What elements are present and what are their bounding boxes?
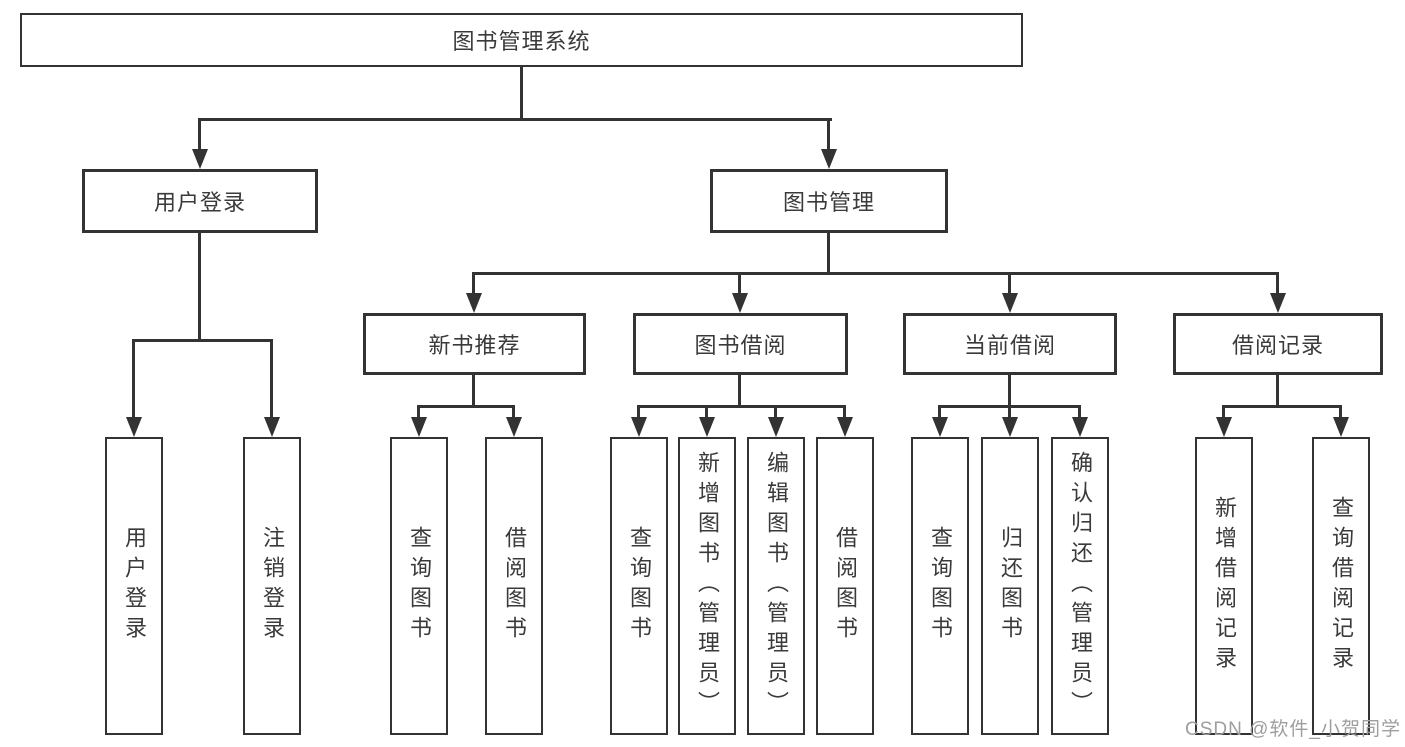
stem-leaf-edit-book xyxy=(774,405,777,419)
leaf-logout: 注销登录 xyxy=(243,437,301,735)
arrowhead-borrowing-records xyxy=(1270,293,1286,313)
csdn-watermark: CSDN @软件_小贺同学 xyxy=(1185,719,1401,740)
arrowhead-leaf-user-login xyxy=(126,417,142,437)
leaf-label: 查询图书 xyxy=(928,526,953,646)
leaf-label: 新增借阅记录 xyxy=(1212,496,1237,676)
arrowhead-leaf-query-books-3 xyxy=(932,417,948,437)
stem-leaf-query-books-2 xyxy=(637,405,640,419)
root-stem-user-login xyxy=(198,118,201,151)
book-management-connector-hline xyxy=(472,272,1279,275)
stem-leaf-query-record xyxy=(1339,405,1342,419)
stem-leaf-confirm-return xyxy=(1078,405,1081,419)
arrowhead-user-login xyxy=(192,149,208,169)
leaf-query-books-2: 查询图书 xyxy=(610,437,668,735)
borrowing-records-connector-hline xyxy=(1222,405,1342,408)
arrowhead-leaf-return-book xyxy=(1002,417,1018,437)
leaf-label: 查询借阅记录 xyxy=(1329,496,1354,676)
node-book-borrowing: 图书借阅 xyxy=(633,313,848,375)
leaf-label: 借阅图书 xyxy=(833,526,858,646)
leaf-label: 归还图书 xyxy=(998,526,1023,646)
new-book-connector-vline xyxy=(472,375,475,408)
leaf-label: 查询图书 xyxy=(627,526,652,646)
arrowhead-leaf-edit-book xyxy=(768,417,784,437)
leaf-label: 编辑图书（管理员） xyxy=(764,451,789,721)
leaf-add-borrow-record: 新增借阅记录 xyxy=(1195,437,1253,735)
stem-leaf-borrow-books-2 xyxy=(843,405,846,419)
node-label: 借阅记录 xyxy=(1231,333,1324,358)
book-borrowing-connector-hline xyxy=(637,405,846,408)
arrowhead-leaf-query-books-1 xyxy=(411,417,427,437)
node-new-book-recommendation: 新书推荐 xyxy=(363,313,586,375)
stem-borrowing-records xyxy=(1276,272,1279,295)
leaf-user-login: 用户登录 xyxy=(105,437,163,735)
leaf-query-borrow-record: 查询借阅记录 xyxy=(1312,437,1370,735)
leaf-borrow-books-1: 借阅图书 xyxy=(485,437,543,735)
root-connector-vline xyxy=(520,67,523,120)
root-connector-hline xyxy=(198,118,832,121)
leaf-return-book: 归还图书 xyxy=(981,437,1039,735)
leaf-query-books-3: 查询图书 xyxy=(911,437,969,735)
leaf-confirm-return-admin: 确认归还（管理员） xyxy=(1051,437,1109,735)
leaf-query-books-1: 查询图书 xyxy=(390,437,448,735)
node-label: 用户登录 xyxy=(153,190,246,215)
leaf-edit-book-admin: 编辑图书（管理员） xyxy=(747,437,805,735)
arrowhead-new-book xyxy=(466,293,482,313)
arrowhead-book-management xyxy=(821,149,837,169)
book-management-connector-vline xyxy=(827,233,830,275)
current-borrowing-connector-vline xyxy=(1008,375,1011,408)
node-label: 当前借阅 xyxy=(963,333,1056,358)
user-login-connector-hline xyxy=(132,339,273,342)
leaf-label: 用户登录 xyxy=(122,526,147,646)
stem-leaf-add-book xyxy=(705,405,708,419)
node-current-borrowing: 当前借阅 xyxy=(903,313,1117,375)
stem-new-book xyxy=(472,272,475,295)
arrowhead-leaf-confirm-return xyxy=(1072,417,1088,437)
stem-current-borrowing xyxy=(1008,272,1011,295)
user-login-connector-vline xyxy=(198,233,201,342)
arrowhead-leaf-logout xyxy=(264,417,280,437)
leaf-label: 注销登录 xyxy=(260,526,285,646)
node-book-management: 图书管理 xyxy=(710,169,948,233)
leaf-label: 查询图书 xyxy=(407,526,432,646)
arrowhead-leaf-add-book xyxy=(699,417,715,437)
leaf-label: 新增图书（管理员） xyxy=(695,451,720,721)
stem-leaf-logout xyxy=(270,339,273,419)
stem-leaf-return-book xyxy=(1008,405,1011,419)
arrowhead-current-borrowing xyxy=(1002,293,1018,313)
stem-leaf-query-books-3 xyxy=(938,405,941,419)
arrowhead-leaf-add-record xyxy=(1216,417,1232,437)
borrowing-records-connector-vline xyxy=(1276,375,1279,408)
node-label: 图书借阅 xyxy=(694,333,787,358)
leaf-label: 借阅图书 xyxy=(502,526,527,646)
arrowhead-book-borrowing xyxy=(732,293,748,313)
root-stem-book-management xyxy=(827,118,830,151)
leaf-borrow-books-2: 借阅图书 xyxy=(816,437,874,735)
node-label: 图书管理 xyxy=(782,190,875,215)
node-label: 图书管理系统 xyxy=(452,29,591,54)
arrowhead-leaf-query-record xyxy=(1333,417,1349,437)
leaf-label: 确认归还（管理员） xyxy=(1068,451,1093,721)
node-borrowing-records: 借阅记录 xyxy=(1173,313,1383,375)
leaf-add-book-admin: 新增图书（管理员） xyxy=(678,437,736,735)
new-book-connector-hline xyxy=(417,405,515,408)
node-user-login: 用户登录 xyxy=(82,169,318,233)
stem-leaf-add-record xyxy=(1222,405,1225,419)
arrowhead-leaf-borrow-books-1 xyxy=(506,417,522,437)
stem-leaf-borrow-books-1 xyxy=(512,405,515,419)
stem-book-borrowing xyxy=(738,272,741,295)
node-label: 新书推荐 xyxy=(428,333,521,358)
stem-leaf-query-books-1 xyxy=(417,405,420,419)
stem-leaf-user-login xyxy=(132,339,135,419)
arrowhead-leaf-query-books-2 xyxy=(631,417,647,437)
arrowhead-leaf-borrow-books-2 xyxy=(837,417,853,437)
node-library-management-system: 图书管理系统 xyxy=(20,13,1023,67)
book-borrowing-connector-vline xyxy=(738,375,741,408)
